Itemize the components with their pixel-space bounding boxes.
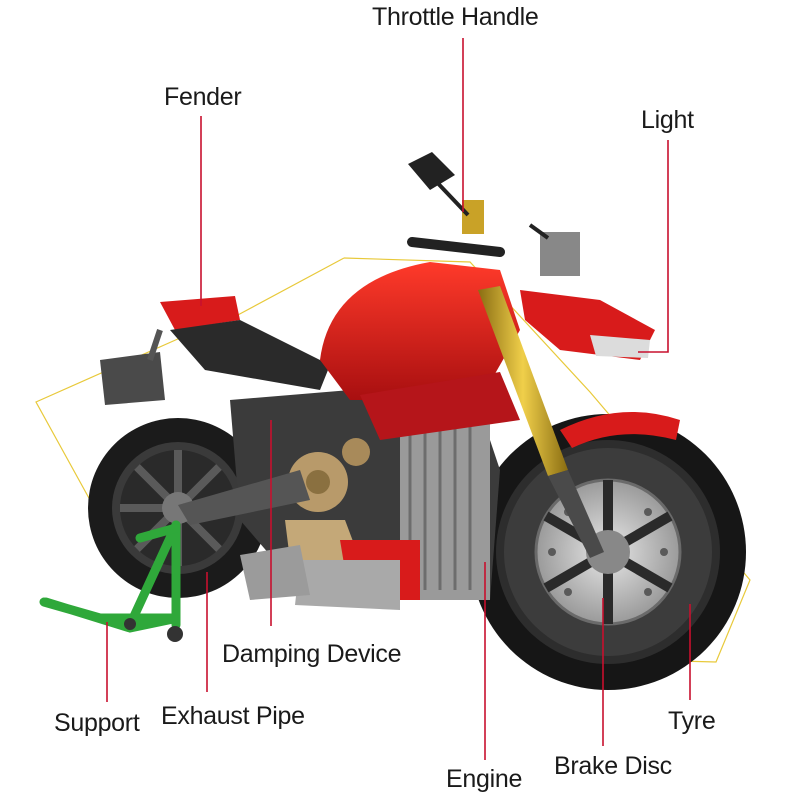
handlebar (407, 152, 580, 276)
front-fork (478, 286, 604, 558)
leader-lines (106, 38, 691, 760)
label-brake-disc: Brake Disc (554, 752, 672, 780)
front-fender (560, 412, 680, 448)
fuel-tank (320, 262, 520, 440)
engine-block (230, 380, 500, 610)
label-tyre: Tyre (668, 707, 716, 735)
front-wheel (470, 414, 746, 690)
headlight-assembly (520, 290, 655, 360)
label-support: Support (54, 709, 140, 737)
exhaust (240, 545, 310, 600)
tail-section (100, 296, 330, 405)
label-light: Light (641, 106, 694, 134)
paddock-stand (39, 520, 181, 633)
label-exhaust-pipe: Exhaust Pipe (161, 702, 305, 730)
label-fender: Fender (164, 83, 242, 111)
label-throttle-handle: Throttle Handle (372, 3, 539, 31)
leader-line-light (638, 140, 669, 353)
label-damping-device: Damping Device (222, 640, 402, 668)
swingarm (178, 470, 310, 525)
label-engine: Engine (446, 765, 523, 793)
